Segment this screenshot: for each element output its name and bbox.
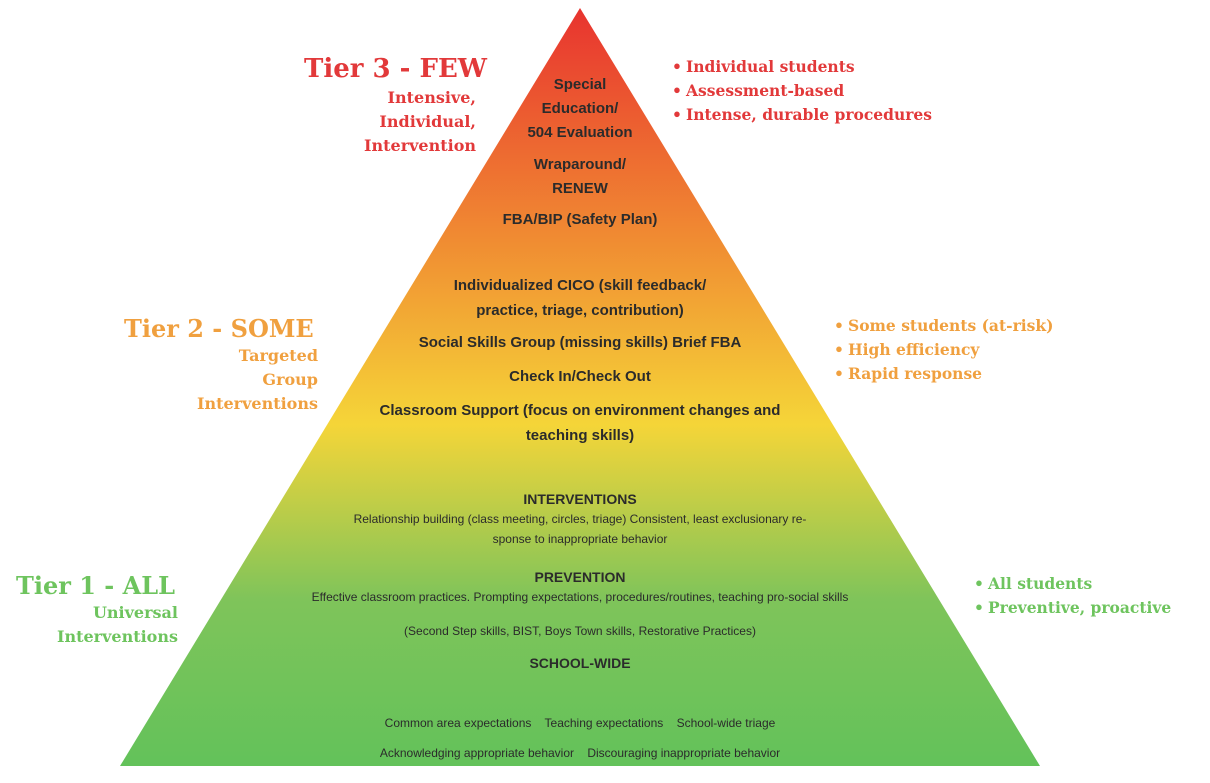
- tier1-subtitle: Universal Interventions: [0, 601, 178, 649]
- tier1-bullets: All students Preventive, proactive: [974, 572, 1171, 620]
- tier3-item-line: FBA/BIP (Safety Plan): [502, 211, 658, 228]
- tier2-item-check-in-out: Check In/Check Out: [430, 364, 730, 389]
- tier2-item-individualized-cico: Individualized CICO (skill feedback/ pra…: [380, 273, 780, 323]
- tier2-bullet: Rapid response: [834, 362, 1053, 386]
- tier1-subtitle-line: Universal: [92, 603, 178, 622]
- tier2-title: Tier 2 - SOME: [124, 314, 314, 343]
- tier1-prevention-text: Effective classroom practices. Prompting…: [220, 587, 940, 607]
- tier1-schoolwide-line: Common area expectations Teaching expect…: [384, 716, 776, 730]
- tier3-subtitle-line: Intensive,: [387, 88, 476, 107]
- tier1-title: Tier 1 - ALL: [16, 571, 175, 600]
- tier1-subtitle-line: Interventions: [56, 627, 178, 646]
- tier1-schoolwide-heading: SCHOOL-WIDE: [529, 655, 631, 671]
- tier2-subtitle: Targeted Group Interventions: [118, 344, 318, 416]
- tier2-item-line: teaching skills): [525, 427, 635, 444]
- tier3-bullet: Individual students: [672, 55, 932, 79]
- tier1-schoolwide-line: Acknowledging appropriate behavior Disco…: [379, 746, 781, 760]
- tier3-title: Tier 3 - FEW: [304, 54, 487, 84]
- tier2-item-line: Classroom Support (focus on environment …: [379, 402, 781, 419]
- tier2-bullet: Some students (at-risk): [834, 314, 1053, 338]
- tier3-item-wraparound: Wraparound/ RENEW: [470, 153, 690, 201]
- tier3-item-line: 504 Evaluation: [527, 124, 633, 141]
- tier1-bullet: All students: [974, 572, 1171, 596]
- tier2-item-line: Individualized CICO (skill feedback/: [453, 277, 707, 294]
- tier3-item-fba-bip: FBA/BIP (Safety Plan): [440, 208, 720, 232]
- tier3-bullet: Assessment-based: [672, 79, 932, 103]
- tier3-subtitle-line: Intervention: [364, 136, 476, 155]
- tier3-bullet: Intense, durable procedures: [672, 103, 932, 127]
- tier1-prevention-text-2: (Second Step skills, BIST, Boys Town ski…: [280, 621, 880, 641]
- tier1-prevention-line: Effective classroom practices. Prompting…: [311, 590, 849, 604]
- pyramid: [120, 8, 1040, 766]
- tier2-subtitle-line: Interventions: [196, 394, 318, 413]
- tier2-item-line: Social Skills Group (missing skills) Bri…: [418, 334, 742, 351]
- tier1-interventions-heading: INTERVENTIONS: [523, 491, 637, 507]
- tier3-subtitle-line: Individual,: [379, 112, 476, 131]
- tier3-subtitle: Intensive, Individual, Intervention: [276, 86, 476, 158]
- tier2-bullet: High efficiency: [834, 338, 1053, 362]
- tier3-item-line: RENEW: [552, 180, 608, 197]
- tier2-item-classroom-support: Classroom Support (focus on environment …: [320, 398, 840, 448]
- tier1-interventions-line: Relationship building (class meeting, ci…: [353, 512, 807, 526]
- tier2-item-social-skills: Social Skills Group (missing skills) Bri…: [350, 330, 810, 355]
- tier1-prevention-heading: PREVENTION: [534, 569, 626, 585]
- tier2-subtitle-line: Group: [262, 370, 318, 389]
- tier1-schoolwide-text-2: Acknowledging appropriate behavior Disco…: [250, 703, 910, 783]
- tier1-bullet: Preventive, proactive: [974, 596, 1171, 620]
- tier3-item-special-ed: Special Education/ 504 Evaluation: [480, 73, 680, 145]
- tier3-item-line: Education/: [541, 100, 619, 117]
- tier1-interventions-text: Relationship building (class meeting, ci…: [250, 509, 910, 549]
- tier2-subtitle-line: Targeted: [238, 346, 318, 365]
- tier3-item-line: Special: [553, 76, 607, 93]
- tier2-item-line: Check In/Check Out: [509, 368, 651, 385]
- tier3-bullets: Individual students Assessment-based Int…: [672, 55, 932, 127]
- tier1-interventions-line: sponse to inappropriate behavior: [492, 532, 668, 546]
- tier3-item-line: Wraparound/: [533, 156, 627, 173]
- tier1-prevention-line: (Second Step skills, BIST, Boys Town ski…: [404, 624, 756, 638]
- tier1-schoolwide-text: Common area expectations Teaching expect…: [250, 673, 910, 753]
- tier2-bullets: Some students (at-risk) High efficiency …: [834, 314, 1053, 386]
- pyramid-triangle: [120, 8, 1040, 766]
- tier2-item-line: practice, triage, contribution): [476, 302, 684, 319]
